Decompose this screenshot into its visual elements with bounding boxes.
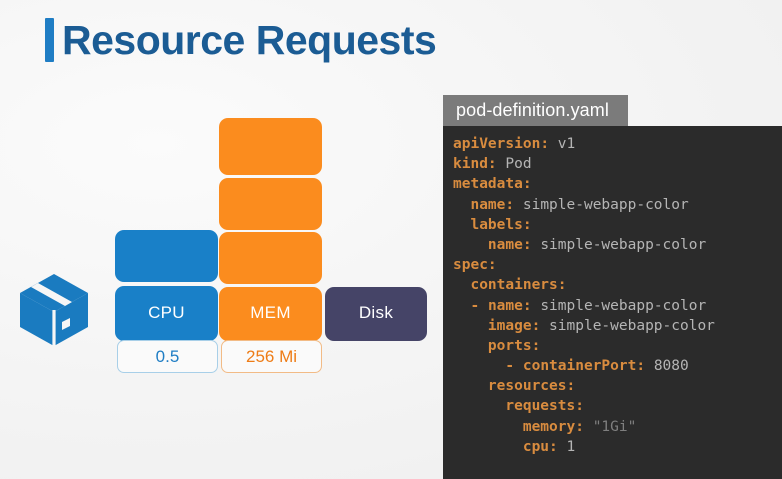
disk-label: Disk <box>358 303 394 322</box>
yaml-line: metadata: <box>453 176 532 193</box>
yaml-line: containers: <box>470 277 567 294</box>
yaml-line: labels: <box>470 216 532 233</box>
pod-cube-icon <box>18 272 90 348</box>
yaml-line: apiVersion: v1 <box>453 136 576 152</box>
disk-block-1 <box>325 287 427 341</box>
yaml-line: cpu: 1 <box>522 438 576 455</box>
cpu-block-1 <box>115 286 218 341</box>
resource-blocks-chart: CPU 0.5 MEM 256 Mi Disk <box>115 118 427 373</box>
yaml-line: name: simple-webapp-color <box>470 196 689 213</box>
mem-label: MEM <box>250 303 291 322</box>
yaml-line: kind: Pod <box>453 156 532 173</box>
yaml-code-lines: apiVersion: v1 kind: Pod metadata: name: s… <box>453 134 782 457</box>
code-file-tab: pod-definition.yaml <box>443 95 628 126</box>
cpu-label: CPU <box>148 303 185 322</box>
code-file-tab-label: pod-definition.yaml <box>456 100 609 120</box>
mem-block-4 <box>219 118 322 175</box>
yaml-line: ports: <box>487 337 541 354</box>
yaml-line: - containerPort: 8080 <box>505 358 689 375</box>
yaml-line: requests: <box>505 398 584 415</box>
mem-block-3 <box>219 178 322 230</box>
cpu-value-box: 0.5 <box>117 340 218 373</box>
yaml-line: image: simple-webapp-color <box>487 317 715 334</box>
page-title-group: Resource Requests <box>45 16 437 63</box>
yaml-line: - name: simple-webapp-color <box>470 297 707 314</box>
page-title: Resource Requests <box>62 16 437 63</box>
cpu-block-2 <box>115 230 218 282</box>
title-accent-bar <box>45 18 54 62</box>
yaml-line: resources: <box>487 378 576 395</box>
yaml-code-panel: apiVersion: v1 kind: Pod metadata: name: s… <box>443 126 782 479</box>
yaml-line: spec: <box>453 257 497 274</box>
mem-block-2 <box>219 232 322 284</box>
mem-value-box: 256 Mi <box>221 340 322 373</box>
yaml-line: memory: "1Gi" <box>522 418 637 435</box>
mem-block-1 <box>219 287 322 341</box>
yaml-line: name: simple-webapp-color <box>487 236 707 253</box>
